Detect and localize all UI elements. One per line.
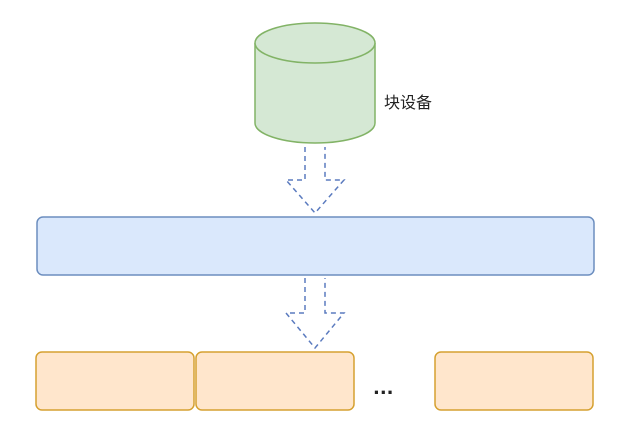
bottom-block — [434, 351, 594, 411]
bottom-block — [195, 351, 355, 411]
bottom-block — [35, 351, 195, 411]
arrow-down-icon — [284, 278, 346, 350]
cylinder-body — [254, 43, 376, 144]
block-device-cylinder — [254, 22, 376, 144]
cylinder-top — [254, 22, 376, 64]
ellipsis-text: ... — [373, 378, 394, 399]
middle-layer-bar — [36, 216, 595, 276]
device-label: 块设备 — [384, 93, 432, 112]
arrow-down-icon — [284, 147, 346, 215]
